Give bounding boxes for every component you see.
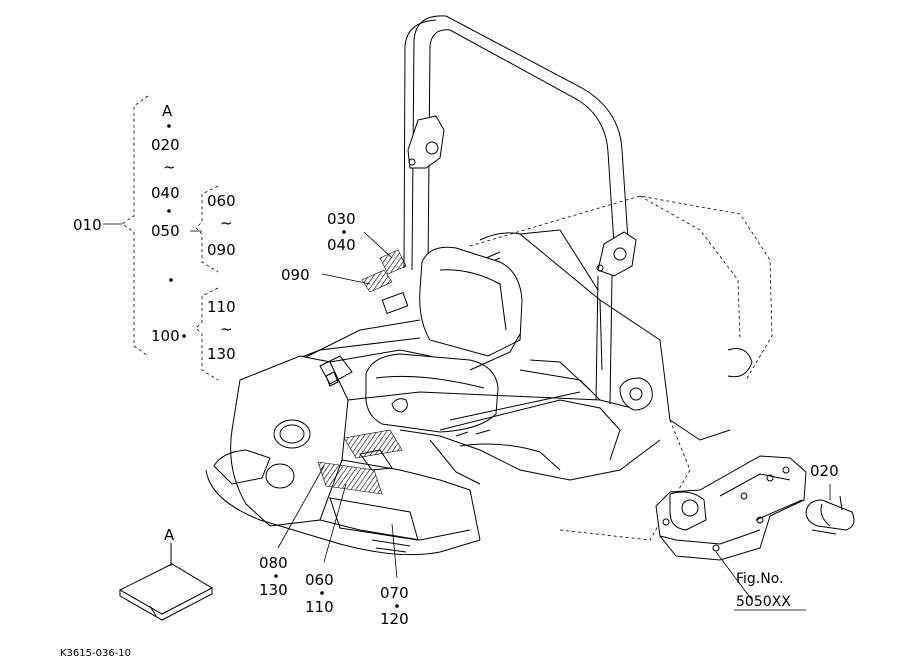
part-020-clip xyxy=(805,495,855,535)
machine-body xyxy=(205,319,661,556)
label-020: 020 xyxy=(151,136,180,154)
separator-dots xyxy=(167,124,399,608)
decal-090 xyxy=(361,269,393,293)
bracket-left xyxy=(121,95,149,357)
label-110-group: 110 xyxy=(207,298,236,316)
label-090: 090 xyxy=(281,266,310,284)
leader-lines xyxy=(103,223,831,601)
fig-label: Fig.No. xyxy=(736,571,784,587)
drawing-code: K3615-036-10 xyxy=(60,648,131,659)
label-060: 060 xyxy=(305,571,334,589)
label-030: 030 xyxy=(327,210,356,228)
decal-030-040 xyxy=(379,249,407,275)
bracket-110-130 xyxy=(195,287,219,381)
label-tilde-2: ~ xyxy=(220,214,233,232)
fig-number: 5050XX xyxy=(736,594,791,610)
label-a-top: A xyxy=(162,102,173,120)
manual-book-a xyxy=(118,543,214,621)
label-040-decal: 040 xyxy=(327,236,356,254)
rops-frame xyxy=(403,15,637,405)
label-080: 080 xyxy=(259,554,288,572)
label-130: 130 xyxy=(259,581,288,599)
label-020-clip: 020 xyxy=(810,462,839,480)
label-070: 070 xyxy=(380,584,409,602)
label-120: 120 xyxy=(380,610,409,628)
label-040: 040 xyxy=(151,184,180,202)
label-050: 050 xyxy=(151,222,180,240)
label-110: 110 xyxy=(305,598,334,616)
label-130-group: 130 xyxy=(207,345,236,363)
label-a-bottom: A xyxy=(164,526,175,544)
operator-seat xyxy=(365,246,523,433)
label-100: 100 xyxy=(151,327,180,345)
part-labels: A 020 ~ 040 050 010 100 060 ~ 090 110 ~ … xyxy=(60,102,839,659)
bracket-060-090 xyxy=(195,185,219,273)
label-tilde-1: ~ xyxy=(163,158,176,176)
label-060-group: 060 xyxy=(207,192,236,210)
label-tilde-3: ~ xyxy=(220,320,233,338)
label-090-group: 090 xyxy=(207,241,236,259)
label-010: 010 xyxy=(73,216,102,234)
sub-assembly-5050xx xyxy=(655,455,807,561)
